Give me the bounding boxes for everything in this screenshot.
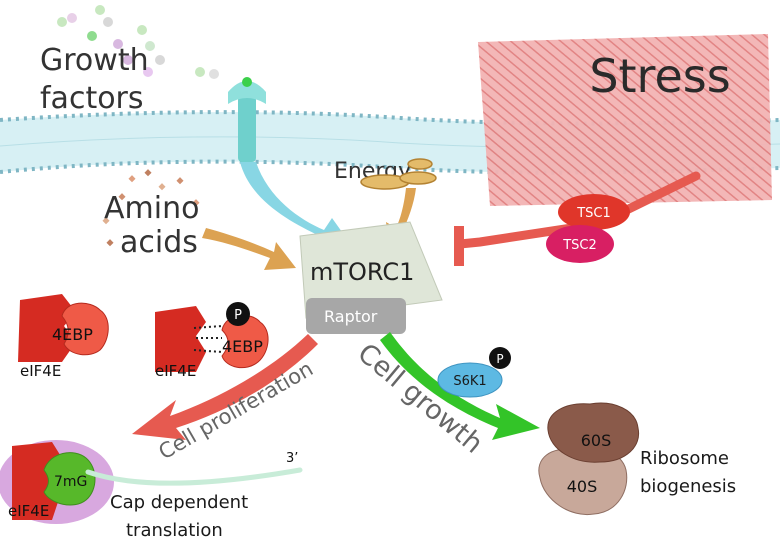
fourebp-label-left: 4EBP bbox=[52, 325, 93, 344]
cell-proliferation-arrow bbox=[132, 334, 318, 440]
ribosome-icon bbox=[538, 402, 640, 516]
eif4e-4ebp-complex-phospho bbox=[155, 302, 269, 372]
tsc1-protein bbox=[558, 194, 630, 230]
tsc2-protein bbox=[546, 225, 614, 263]
eif4e-4ebp-complex-left bbox=[18, 294, 109, 362]
cap-translation-label-line1: Cap dependent bbox=[110, 492, 248, 513]
sixty-s-label: 60S bbox=[581, 431, 612, 450]
cell-growth-label: Cell growth bbox=[352, 338, 489, 460]
forty-s-label: 40S bbox=[567, 477, 598, 496]
fourebp-label-right: 4EBP bbox=[222, 337, 263, 356]
amino-acids-label-line1: Amino bbox=[104, 191, 199, 226]
phospho-4ebp-label: P bbox=[234, 308, 242, 323]
stress-label: Stress bbox=[589, 49, 730, 103]
cell-growth-arrow bbox=[380, 332, 540, 440]
growth-factors-label-line1: Growth bbox=[40, 43, 149, 78]
growth-factor-receptor bbox=[228, 77, 266, 162]
sevenmg-label: 7mG bbox=[54, 474, 87, 490]
mtorc1-label: mTORC1 bbox=[310, 258, 414, 286]
raptor-label: Raptor bbox=[324, 307, 378, 326]
cap-translation-complex bbox=[0, 440, 303, 524]
ribosome-biogenesis-label-line2: biogenesis bbox=[640, 476, 736, 497]
stress-region bbox=[478, 34, 772, 206]
eif4e-label-bottom: eIF4E bbox=[8, 502, 49, 520]
tsc-inhibition-line bbox=[455, 171, 701, 249]
tsc1-label: TSC1 bbox=[576, 206, 611, 221]
growth-factor-particles bbox=[57, 5, 219, 79]
mtorc1-complex bbox=[299, 221, 443, 334]
phospho-s6k1-label: P bbox=[496, 352, 503, 366]
s6k1-protein bbox=[437, 362, 503, 398]
ribosome-biogenesis-label-line1: Ribosome bbox=[640, 448, 729, 469]
mitochondria-icon bbox=[360, 158, 437, 190]
eif4e-label-mid: eIF4E bbox=[155, 362, 196, 380]
growth-factors-label-line2: factors bbox=[40, 81, 144, 116]
eif4e-label-left: eIF4E bbox=[20, 362, 61, 380]
tsc-inhibition-bar bbox=[454, 226, 464, 266]
amino-acids-label-line2: acids bbox=[120, 225, 198, 260]
s6k1-label: S6K1 bbox=[453, 374, 486, 389]
cap-translation-label-line2: translation bbox=[126, 520, 223, 541]
amino-acids-arrow bbox=[202, 228, 296, 270]
tsc2-label: TSC2 bbox=[562, 238, 597, 253]
phospho-s6k1-icon bbox=[489, 347, 511, 369]
three-prime-label: 3’ bbox=[286, 451, 298, 466]
amino-acid-particles bbox=[102, 169, 200, 247]
